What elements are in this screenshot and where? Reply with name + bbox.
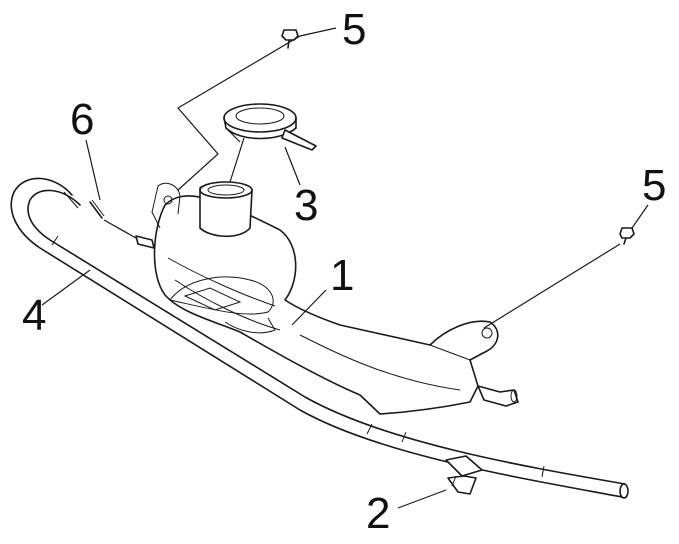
part-6-seal-ring — [89, 199, 105, 219]
part-5-bolt-right — [619, 227, 635, 245]
callout-6: 6 — [70, 95, 94, 144]
part-4-hose — [10, 177, 629, 499]
callout-3: 3 — [294, 181, 318, 230]
part-1-expansion-tank — [135, 181, 519, 415]
part-3-filler-cap — [223, 103, 317, 151]
part-2-hose-clamp — [445, 455, 483, 495]
callout-4: 4 — [22, 291, 46, 340]
leader-lines — [41, 27, 649, 509]
callout-1: 1 — [330, 251, 354, 300]
callout-5-right: 5 — [642, 161, 666, 210]
callout-2: 2 — [366, 489, 390, 538]
callout-5-top: 5 — [342, 5, 366, 54]
